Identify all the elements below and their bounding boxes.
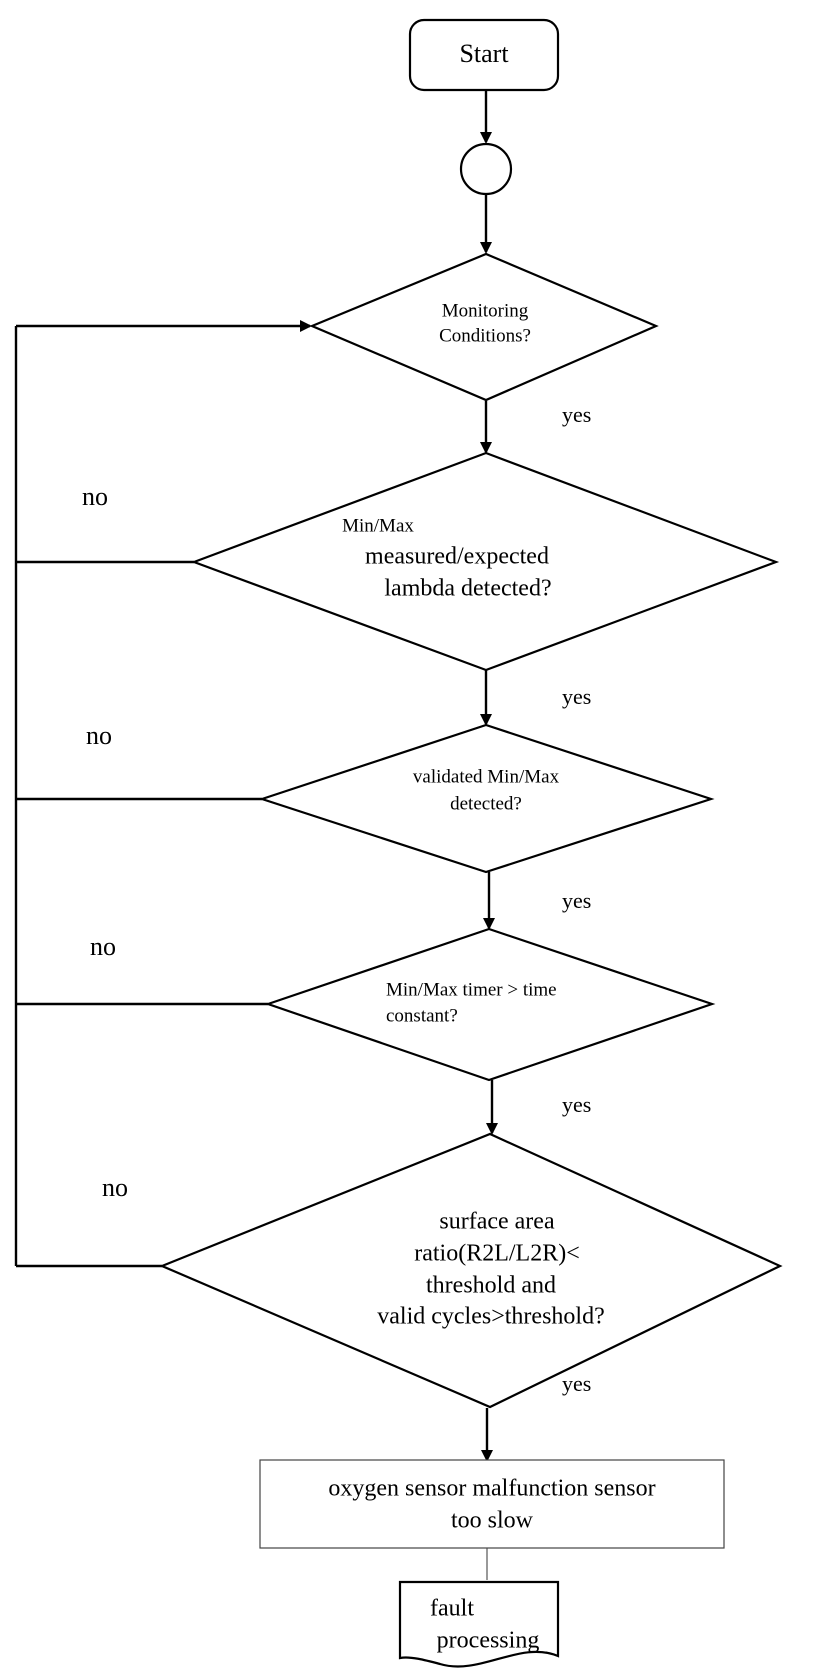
- decision-5-line-1: surface area: [439, 1209, 555, 1235]
- decision-1-line-1: Monitoring: [442, 300, 529, 321]
- decision-monitoring-conditions: Monitoring Conditions?: [309, 252, 659, 402]
- document-shape: fault processing: [398, 1580, 560, 1668]
- decision-5-line-3: threshold and: [426, 1273, 556, 1299]
- decision-3-line-2: detected?: [450, 793, 522, 814]
- decision-5-line-2: ratio(R2L/L2R)<: [414, 1241, 580, 1267]
- decision-3-line-1: validated Min/Max: [413, 766, 560, 787]
- yes-label-4: yes: [562, 1092, 591, 1117]
- yes-label-3: yes: [562, 888, 591, 913]
- no-label-3: no: [90, 932, 116, 961]
- start-terminal: Start: [408, 18, 560, 92]
- yes-label-5: yes: [562, 1371, 591, 1396]
- decision-4-line-2: constant?: [386, 1005, 458, 1026]
- no-label-2: no: [86, 721, 112, 750]
- decision-2-line-3: lambda detected?: [384, 576, 551, 602]
- document-line-1: fault: [430, 1596, 474, 1622]
- result-line-2: too slow: [451, 1508, 534, 1534]
- yes-label-2: yes: [562, 684, 591, 709]
- decision-2-line-1: Min/Max: [342, 515, 414, 536]
- no-label-4: no: [102, 1173, 128, 1202]
- decision-surface-area-ratio: surface area ratio(R2L/L2R)< threshold a…: [159, 1132, 783, 1409]
- connector-circle: [459, 142, 513, 196]
- decision-minmax-detected: Min/Max measured/expected lambda detecte…: [190, 451, 780, 672]
- decision-1-line-2: Conditions?: [439, 325, 531, 346]
- decision-2-line-2: measured/expected: [365, 544, 549, 570]
- start-label: Start: [459, 39, 509, 68]
- no-label-1: no: [82, 482, 108, 511]
- decision-validated-minmax: validated Min/Max detected?: [258, 723, 715, 874]
- result-box: oxygen sensor malfunction sensor too slo…: [259, 1459, 725, 1549]
- decision-5-line-4: valid cycles>threshold?: [377, 1304, 604, 1330]
- decision-minmax-timer: Min/Max timer > time constant?: [264, 927, 716, 1082]
- document-line-2: processing: [437, 1628, 540, 1654]
- result-line-1: oxygen sensor malfunction sensor: [328, 1476, 655, 1502]
- decision-4-line-1: Min/Max timer > time: [386, 979, 557, 1000]
- yes-label-1: yes: [562, 402, 591, 427]
